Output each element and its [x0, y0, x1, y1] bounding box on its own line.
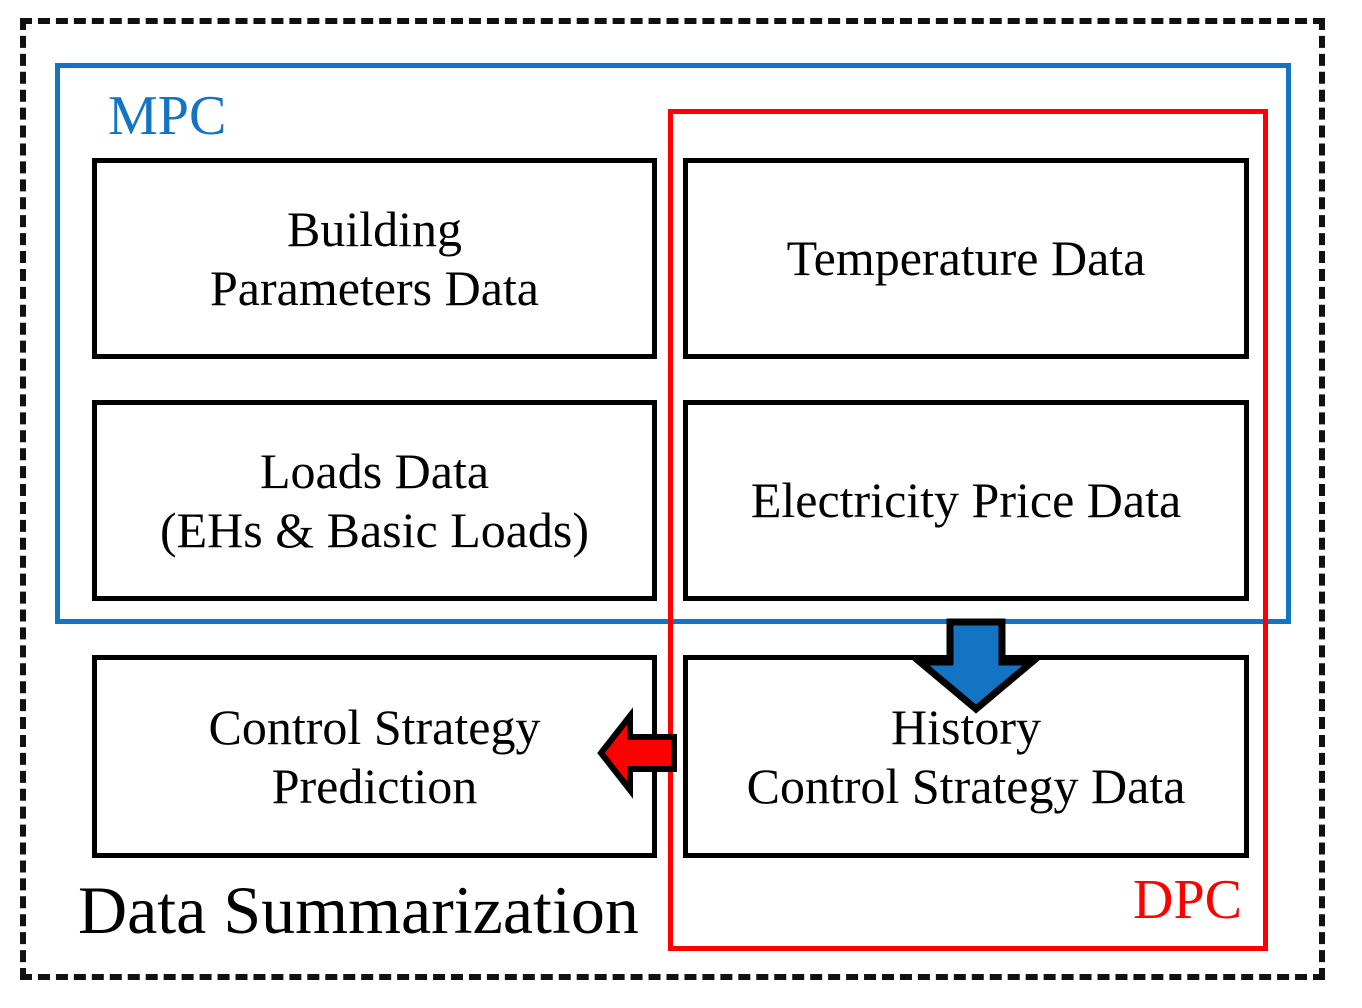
box-control-strategy-prediction: Control Strategy Prediction [92, 655, 657, 858]
control-strategy-prediction-line-1: Control Strategy [208, 698, 541, 755]
outer-dashed-frame [20, 18, 1325, 980]
mpc-group-frame [55, 63, 1291, 624]
electricity-price-line-1: Electricity Price Data [750, 472, 1182, 528]
data-summarization-label: Data Summarization [78, 872, 639, 948]
history-control-strategy-line-2: Control Strategy Data [746, 757, 1186, 814]
mpc-group-label: MPC [108, 85, 227, 147]
temperature-data-line-1: Temperature Data [786, 230, 1146, 286]
building-parameters-line-1: Building [286, 200, 462, 257]
box-loads-data: Loads Data (EHs & Basic Loads) [92, 400, 657, 601]
loads-data-line-1: Loads Data [259, 442, 490, 499]
box-building-parameters-data: Building Parameters Data [92, 158, 657, 359]
control-strategy-prediction-line-2: Prediction [271, 757, 478, 814]
arrow-left-red-history-to-prediction [597, 707, 677, 799]
dpc-group-label: DPC [1133, 869, 1242, 931]
loads-data-line-2: (EHs & Basic Loads) [159, 501, 590, 558]
history-control-strategy-line-1: History [890, 698, 1041, 755]
building-parameters-line-2: Parameters Data [209, 259, 539, 316]
box-temperature-data: Temperature Data [683, 158, 1249, 359]
arrow-down-blue-price-to-history [910, 618, 1042, 714]
box-electricity-price-data: Electricity Price Data [683, 400, 1249, 601]
dpc-group-frame [668, 109, 1268, 951]
